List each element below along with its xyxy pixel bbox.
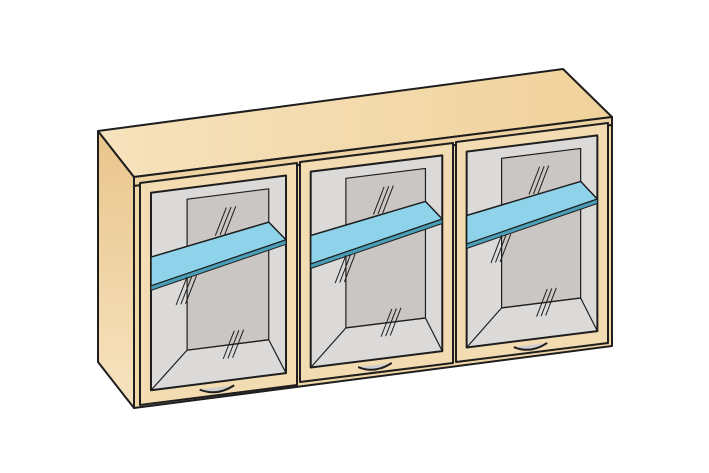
- glass-reflection-mark: [334, 255, 347, 284]
- glass-reflection-mark: [372, 186, 385, 215]
- door-handle: [357, 362, 393, 371]
- glass-door[interactable]: [139, 162, 298, 406]
- glass-reflection-mark: [382, 185, 394, 214]
- glass-reflection-mark: [343, 253, 356, 283]
- glass-reflection-mark: [389, 307, 402, 336]
- glass-reflection-mark: [545, 287, 557, 316]
- glass-reflection-mark: [490, 235, 503, 264]
- glass-reflection-mark: [533, 166, 545, 195]
- glass-reflection-mark: [222, 330, 235, 360]
- glass-reflection-mark: [537, 165, 550, 194]
- interior-floor: [310, 317, 443, 368]
- glass-door[interactable]: [455, 122, 609, 363]
- glass-reflection-mark: [536, 288, 548, 317]
- glass-door[interactable]: [299, 142, 454, 383]
- door-handle: [513, 342, 548, 351]
- glass-reflection-mark: [224, 206, 237, 235]
- cabinet-side-panel: [97, 130, 135, 409]
- glass-reflection-mark: [377, 185, 390, 215]
- glass-reflection-mark: [180, 276, 193, 305]
- interior-floor: [150, 339, 287, 391]
- glass-reflection-mark: [219, 206, 232, 236]
- glass-reflection-mark: [540, 288, 553, 317]
- glass-reflection-mark: [385, 308, 397, 337]
- door-handle: [199, 384, 235, 394]
- glass-reflection-mark: [339, 254, 351, 283]
- glass-reflection-mark: [380, 308, 393, 337]
- glass-reflection-mark: [495, 234, 507, 263]
- glass-reflection-mark: [232, 329, 245, 358]
- interior-floor: [466, 297, 598, 348]
- glass-shelf-edge: [150, 239, 287, 291]
- glass-reflection-mark: [175, 276, 188, 306]
- glass-reflection-mark: [227, 330, 240, 359]
- glass-reflection-mark: [185, 275, 197, 304]
- glass-shelf-edge: [310, 218, 443, 269]
- glass-shelf-edge: [466, 198, 598, 249]
- glass-reflection-mark: [214, 207, 227, 236]
- glass-reflection-mark: [528, 166, 541, 195]
- glass-reflection-mark: [499, 233, 512, 263]
